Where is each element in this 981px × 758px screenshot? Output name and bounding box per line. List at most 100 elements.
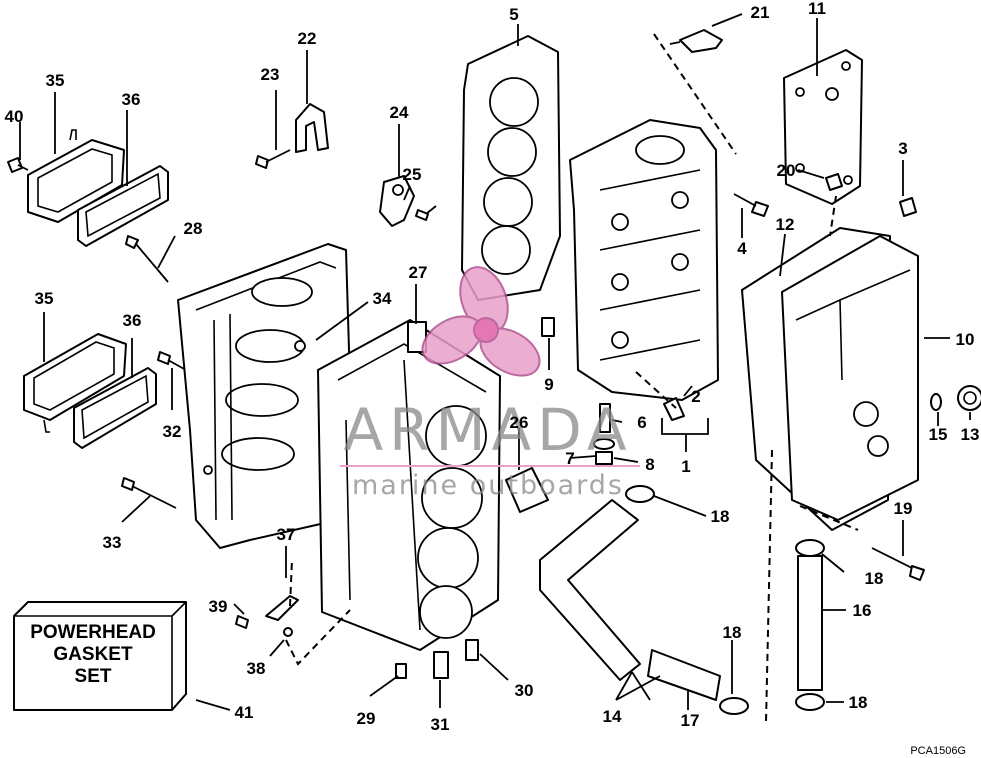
screw-28 [125,235,169,283]
bracket-22 [295,103,329,153]
callout-20: 20 [777,161,796,180]
cylinder-block [317,319,501,651]
watermark-subtitle: marine outboards [352,470,624,501]
callout-13: 13 [961,425,980,444]
screw-20 [825,173,843,191]
dowel-9 [541,317,555,337]
callout-24: 24 [390,103,409,122]
watermark-title: ARMADA [343,396,632,464]
gasket-set-line1: POWERHEAD [30,622,156,643]
cover-plate-lower [23,333,127,433]
callout-38: 38 [247,659,266,678]
callout-21: 21 [751,3,770,22]
hose-14 [539,499,721,701]
dashed-line-38 [285,609,351,666]
dashed-line-cover-right [829,195,837,237]
gasket-set-line3: SET [75,666,112,687]
clamp-18a [625,485,655,503]
callout-36a: 36 [122,90,141,109]
dashed-line-vertical [765,449,773,723]
dashed-line-37 [289,559,293,607]
callout-25: 25 [403,165,422,184]
callout-33: 33 [103,533,122,552]
callout-18b: 18 [865,569,884,588]
exhaust-cover [781,235,919,521]
callout-30: 30 [515,681,534,700]
cover-plate-upper [27,129,125,223]
link-37 [265,595,299,621]
dashed-line-spark [653,33,737,155]
o-ring-38 [283,627,293,637]
callout-14: 14 [603,707,622,726]
screw-33 [121,477,177,509]
callout-10: 10 [956,330,975,349]
callout-34: 34 [373,289,392,308]
bolt-19 [871,547,925,581]
callout-15: 15 [929,425,948,444]
head-gasket [461,35,561,301]
gasket-upper [77,165,169,247]
callout-27: 27 [409,263,428,282]
fitting-26 [505,467,549,513]
lifting-eye-24 [379,175,415,227]
callout-35b: 35 [35,289,54,308]
callout-40: 40 [5,107,24,126]
callout-7: 7 [565,449,574,468]
dashed-line-head-lower [635,371,677,409]
screw-4 [733,193,769,217]
callout-18c: 18 [723,623,742,642]
callout-19: 19 [894,499,913,518]
callout-28: 28 [184,219,203,238]
hose-16 [797,555,823,691]
callout-29: 29 [357,709,376,728]
callout-numbers: 1 2 3 4 5 6 7 8 9 10 11 12 13 14 15 16 1… [5,0,980,734]
exhaust-cover-gasket [741,227,891,531]
callout-22: 22 [298,29,317,48]
clamp-18c [719,697,749,715]
stud-6 [599,403,611,433]
callout-39: 39 [209,597,228,616]
drawing-code: PCA1506G [910,745,966,757]
plug-13 [957,385,981,411]
callout-3: 3 [898,139,907,158]
spring-30 [465,639,479,661]
callout-37: 37 [277,525,296,544]
clamp-18d [795,693,825,711]
leader-lines [19,13,971,711]
callout-31: 31 [431,715,450,734]
callout-17: 17 [681,711,700,730]
gasket-set-box: POWERHEAD GASKET SET [13,601,187,711]
spring-31 [433,651,449,679]
armada-watermark: ARMADA marine outboards [340,266,640,501]
callout-9: 9 [544,375,553,394]
screw-39 [235,615,249,629]
propeller-logo [421,266,541,377]
bolt-23 [255,149,291,169]
callout-16: 16 [853,601,872,620]
callout-4: 4 [737,239,747,258]
callout-23: 23 [261,65,280,84]
gasket-lower [73,367,157,449]
callout-8: 8 [645,455,654,474]
callout-2: 2 [691,387,700,406]
bolt-25 [415,205,437,221]
callout-12: 12 [776,215,795,234]
washer-7 [593,438,615,450]
callout-18a: 18 [711,507,730,526]
callout-41: 41 [235,703,254,722]
callout-18d: 18 [849,693,868,712]
valve-2 [663,397,685,421]
callout-6: 6 [637,413,646,432]
plug-29 [395,663,407,679]
screw-40 [7,157,29,173]
callout-26: 26 [510,413,529,432]
callout-1: 1 [681,457,690,476]
o-ring-15 [930,393,942,411]
callout-32: 32 [163,422,182,441]
cylinder-head [569,119,719,401]
gasket-set-line2: GASKET [53,644,133,665]
clamp-18b [795,539,825,557]
nut-8 [595,451,613,465]
screw-32 [157,351,187,371]
